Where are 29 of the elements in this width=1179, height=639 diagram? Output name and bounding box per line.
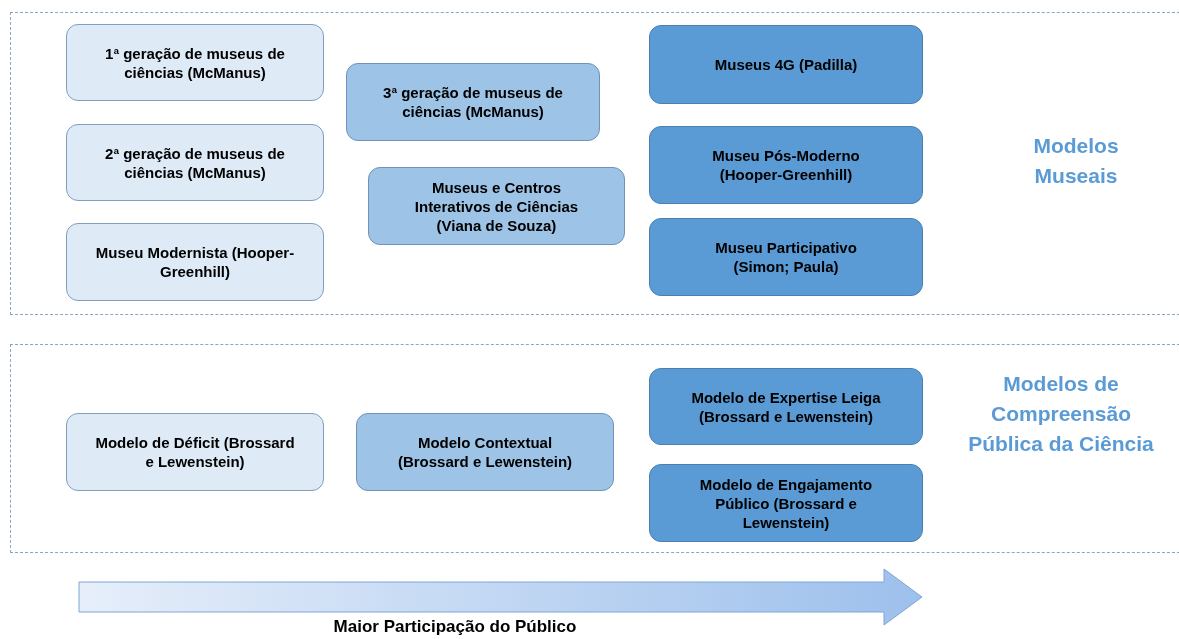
box-text: Museu Pós-Moderno (Hooper-Greenhill) <box>711 146 861 184</box>
box-text: 1ª geração de museus de ciências (McManus) <box>104 43 286 82</box>
model-box <box>66 24 324 101</box>
group-title: Modelos de Compreensão Pública da Ciência <box>967 371 1155 457</box>
box-text: Modelo de Déficit (Brossard e Lewenstein) <box>94 433 296 471</box>
model-box <box>66 124 324 201</box>
group-title: Modelos Museais <box>1032 133 1120 189</box>
model-box <box>356 413 614 491</box>
box-text: Modelo Contextual (Brossard e Lewenstein) <box>396 433 574 471</box>
model-box <box>649 126 923 204</box>
box-text: Museus e Centros Interativos de Ciências (Viana de Souza) <box>413 177 580 235</box>
dashed-group-frame <box>10 12 1179 315</box>
model-box <box>368 167 625 245</box>
model-box <box>649 368 923 445</box>
model-box <box>346 63 600 141</box>
box-text: Modelo de Engajamento Público (Brossard e Lewenstein) <box>698 474 874 532</box>
model-box <box>649 464 923 542</box>
box-text: Modelo de Expertise Leiga (Brossard e Lewenstein) <box>690 387 882 426</box>
box-text: Museu Participativo (Simon; Paula) <box>714 238 858 276</box>
model-box <box>649 218 923 296</box>
model-box <box>649 25 923 104</box>
box-text: Museu Modernista (Hooper-Greenhill) <box>94 243 296 281</box>
model-box <box>66 223 324 301</box>
box-text: 3ª geração de museus de ciências (McManus) <box>383 83 563 121</box>
dashed-group-frame <box>10 344 1179 553</box>
arrow-caption: Maior Participação do Público <box>332 616 578 638</box>
model-box <box>66 413 324 491</box>
box-text: Museus 4G (Padilla) <box>714 55 858 74</box>
box-text: 2ª geração de museus de ciências (McManus) <box>104 143 286 182</box>
